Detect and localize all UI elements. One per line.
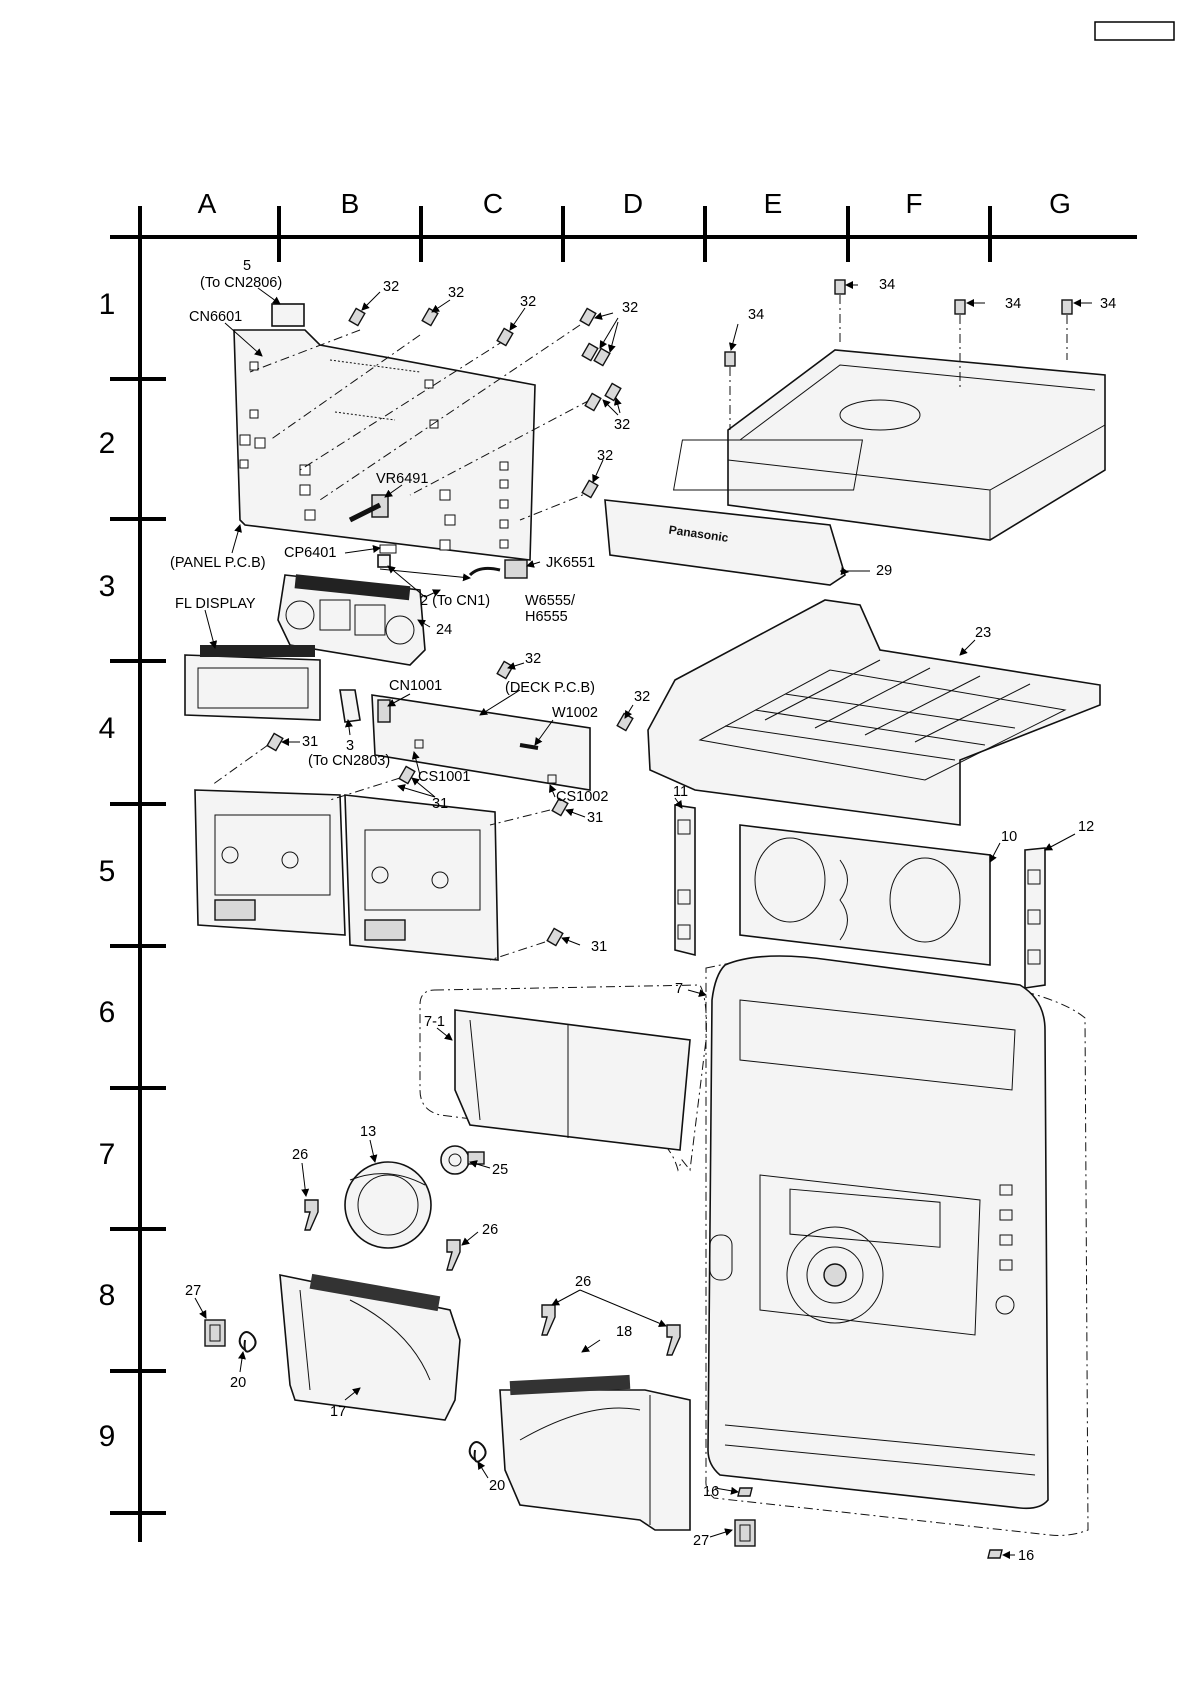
callout-31-b: 31 [432, 796, 448, 812]
row-label-3: 3 [99, 570, 116, 603]
callout-cp6401: CP6401 [284, 545, 336, 561]
cassette-door-7-1 [420, 985, 706, 1170]
callout-31-d: 31 [591, 939, 607, 955]
callout-fl-display: FL DISPLAY [175, 596, 256, 612]
front-panel-7 [706, 956, 1088, 1535]
callout-20-a: 20 [230, 1375, 246, 1391]
connector-27-left [205, 1320, 225, 1346]
callout-25: 25 [492, 1162, 508, 1178]
volume-knob-13 [345, 1162, 431, 1248]
row-label-7: 7 [99, 1138, 116, 1171]
callout-34-d: 34 [748, 307, 764, 323]
cassette-holder-18 [500, 1375, 690, 1530]
callout-7-1: 7-1 [424, 1014, 445, 1030]
callout-20-b: 20 [489, 1478, 505, 1494]
callout-3-note: (To CN2803) [308, 753, 390, 769]
callout-jk6551: JK6551 [546, 555, 595, 571]
column-label-g: G [1049, 188, 1071, 219]
callout-11: 11 [673, 784, 688, 800]
grid-row-labels: 1 2 3 4 5 6 7 8 9 [99, 288, 116, 1453]
callout-32-g: 32 [525, 651, 541, 667]
callout-5-note: (To CN2806) [200, 275, 282, 291]
callout-2-to-cn1: 2 (To CN1) [420, 593, 490, 609]
callout-panel-pcb: (PANEL P.C.B) [170, 555, 266, 571]
callout-deck-pcb: (DECK P.C.B) [505, 680, 595, 696]
row-label-8: 8 [99, 1279, 116, 1312]
cd-changer-mechanism [674, 280, 1105, 540]
column-label-c: C [483, 188, 503, 219]
spring-20-left [240, 1332, 256, 1352]
callout-16-a: 16 [703, 1484, 719, 1500]
callout-27-b: 27 [693, 1533, 709, 1549]
callout-12: 12 [1078, 819, 1094, 835]
callout-cs1001: CS1001 [418, 769, 470, 785]
callout-cn6601: CN6601 [189, 309, 242, 325]
row-label-2: 2 [99, 427, 116, 460]
callout-cs1002: CS1002 [556, 789, 608, 805]
row-label-1: 1 [99, 288, 116, 321]
side-brackets [675, 805, 1045, 988]
callout-24: 24 [436, 622, 452, 638]
callout-18: 18 [616, 1324, 632, 1340]
callout-13: 13 [360, 1124, 376, 1140]
callout-w1002: W1002 [552, 705, 598, 721]
row-label-5: 5 [99, 855, 116, 888]
callout-17: 17 [330, 1404, 346, 1420]
callout-26-c: 26 [575, 1274, 591, 1290]
grid-column-labels: A B C D E F G [198, 188, 1071, 219]
callout-26-a: 26 [292, 1147, 308, 1163]
column-label-b: B [341, 188, 360, 219]
callout-7: 7 [675, 981, 683, 997]
row-label-4: 4 [99, 712, 116, 745]
callout-16-b: 16 [1018, 1548, 1034, 1564]
callout-23: 23 [975, 625, 991, 641]
callout-5: 5 [243, 258, 251, 274]
column-label-f: F [905, 188, 922, 219]
callout-31-a: 31 [302, 734, 318, 750]
callout-34-b: 34 [1005, 296, 1021, 312]
column-label-d: D [623, 188, 643, 219]
callout-h6555: H6555 [525, 609, 568, 625]
fl-display-drawing [185, 645, 320, 720]
callout-32-e: 32 [614, 417, 630, 433]
callout-32-c: 32 [520, 294, 536, 310]
callout-29: 29 [876, 563, 892, 579]
row-label-6: 6 [99, 996, 116, 1029]
callout-10: 10 [1001, 829, 1017, 845]
column-label-a: A [198, 188, 217, 219]
top-cabinet-23 [648, 600, 1100, 825]
connector-27-lower [735, 1520, 755, 1546]
spring-20-lower [470, 1442, 486, 1462]
callout-32-b: 32 [448, 285, 464, 301]
callout-34-c: 34 [1100, 296, 1116, 312]
cassette-holder-17 [280, 1274, 460, 1420]
callout-32-a: 32 [383, 279, 399, 295]
callout-32-f: 32 [597, 448, 613, 464]
callout-34-a: 34 [879, 277, 895, 293]
callout-32-d: 32 [622, 300, 638, 316]
row-label-9: 9 [99, 1420, 116, 1453]
panel-pcb-drawing [234, 304, 595, 578]
column-label-e: E [764, 188, 783, 219]
callout-w6555: W6555/ [525, 593, 576, 609]
callout-32-h: 32 [634, 689, 650, 705]
callout-3: 3 [346, 738, 354, 754]
callout-31-c: 31 [587, 810, 603, 826]
callout-26-b: 26 [482, 1222, 498, 1238]
encoder-25 [441, 1146, 484, 1174]
page-number-box [1095, 22, 1174, 40]
callout-vr6491: VR6491 [376, 471, 428, 487]
flat-cable-3 [340, 690, 360, 722]
callout-27-a: 27 [185, 1283, 201, 1299]
callout-cn1001: CN1001 [389, 678, 442, 694]
